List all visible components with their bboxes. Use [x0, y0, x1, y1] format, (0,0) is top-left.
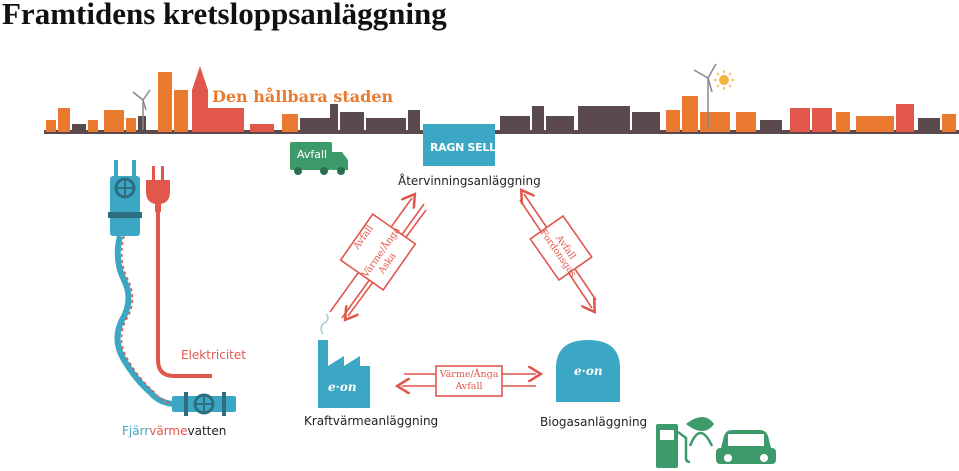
chp-plant-logo: e·on: [328, 380, 357, 394]
recycling-label: Återvinningsanläggning: [398, 174, 541, 188]
district-heating-part2: värme: [149, 424, 188, 438]
fuel-pump-icon: [656, 424, 691, 468]
biogas-plant-icon: [556, 340, 620, 402]
pipe-valve-icon: [108, 160, 236, 416]
electricity-label: Elektricitet: [181, 348, 246, 362]
sun-icon: [714, 70, 734, 90]
middle-flow-line-1: Värme/Ånga: [439, 369, 499, 380]
leaf-icon: [686, 417, 714, 447]
recycling-logo-text: RAGN SELLS: [430, 141, 504, 154]
biogas-plant-label: Biogasanläggning: [540, 415, 648, 429]
flow-left: [329, 198, 427, 318]
biogas-plant-logo: e·on: [574, 364, 603, 378]
flow-middle: [402, 365, 536, 397]
page-title: Framtidens kretsloppsanläggning: [2, 0, 447, 31]
middle-flow-line-2: Avfall: [455, 381, 483, 392]
district-heating-label: Fjärrvärmevatten: [122, 424, 226, 438]
flow-right: [519, 194, 597, 308]
recycling-logo: [423, 124, 495, 166]
district-heating-part3: vatten: [187, 424, 227, 438]
district-heating-part1: Fjärr: [122, 424, 150, 438]
wind-turbine-icon: [132, 89, 151, 130]
power-plug-icon: [146, 166, 212, 378]
garbage-truck-icon: [290, 142, 348, 175]
city-label: Den hållbara staden: [212, 87, 394, 106]
car-icon: [716, 430, 776, 464]
chp-plant-icon: [318, 313, 370, 408]
truck-label: Avfall: [297, 148, 328, 161]
chp-plant-label: Kraftvärmeanläggning: [304, 414, 439, 428]
wind-turbine-icon: [693, 63, 717, 130]
city-skyline: [44, 66, 959, 134]
